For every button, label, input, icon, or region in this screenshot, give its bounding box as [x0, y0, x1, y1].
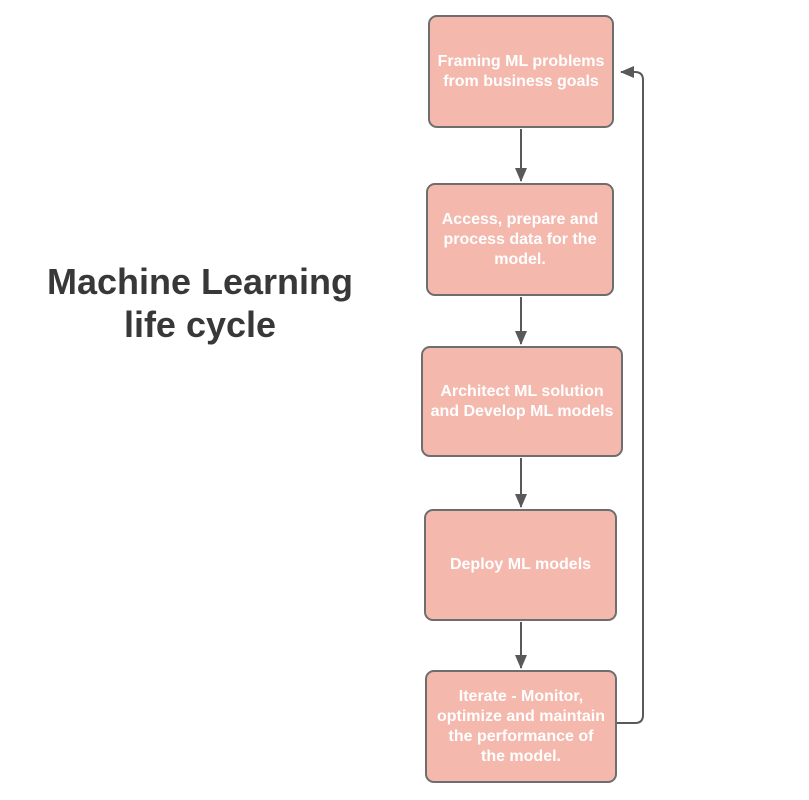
- node-framing-ml-problems: Framing ML problems from business goals: [428, 15, 614, 128]
- diagram-title: Machine Learning life cycle: [46, 261, 354, 345]
- node-access-prepare-data: Access, prepare and process data for the…: [426, 183, 614, 296]
- node-deploy-models: Deploy ML models: [424, 509, 617, 621]
- node-architect-develop-models: Architect ML solution and Develop ML mod…: [421, 346, 623, 457]
- node-iterate-monitor: Iterate - Monitor, optimize and maintain…: [425, 670, 617, 783]
